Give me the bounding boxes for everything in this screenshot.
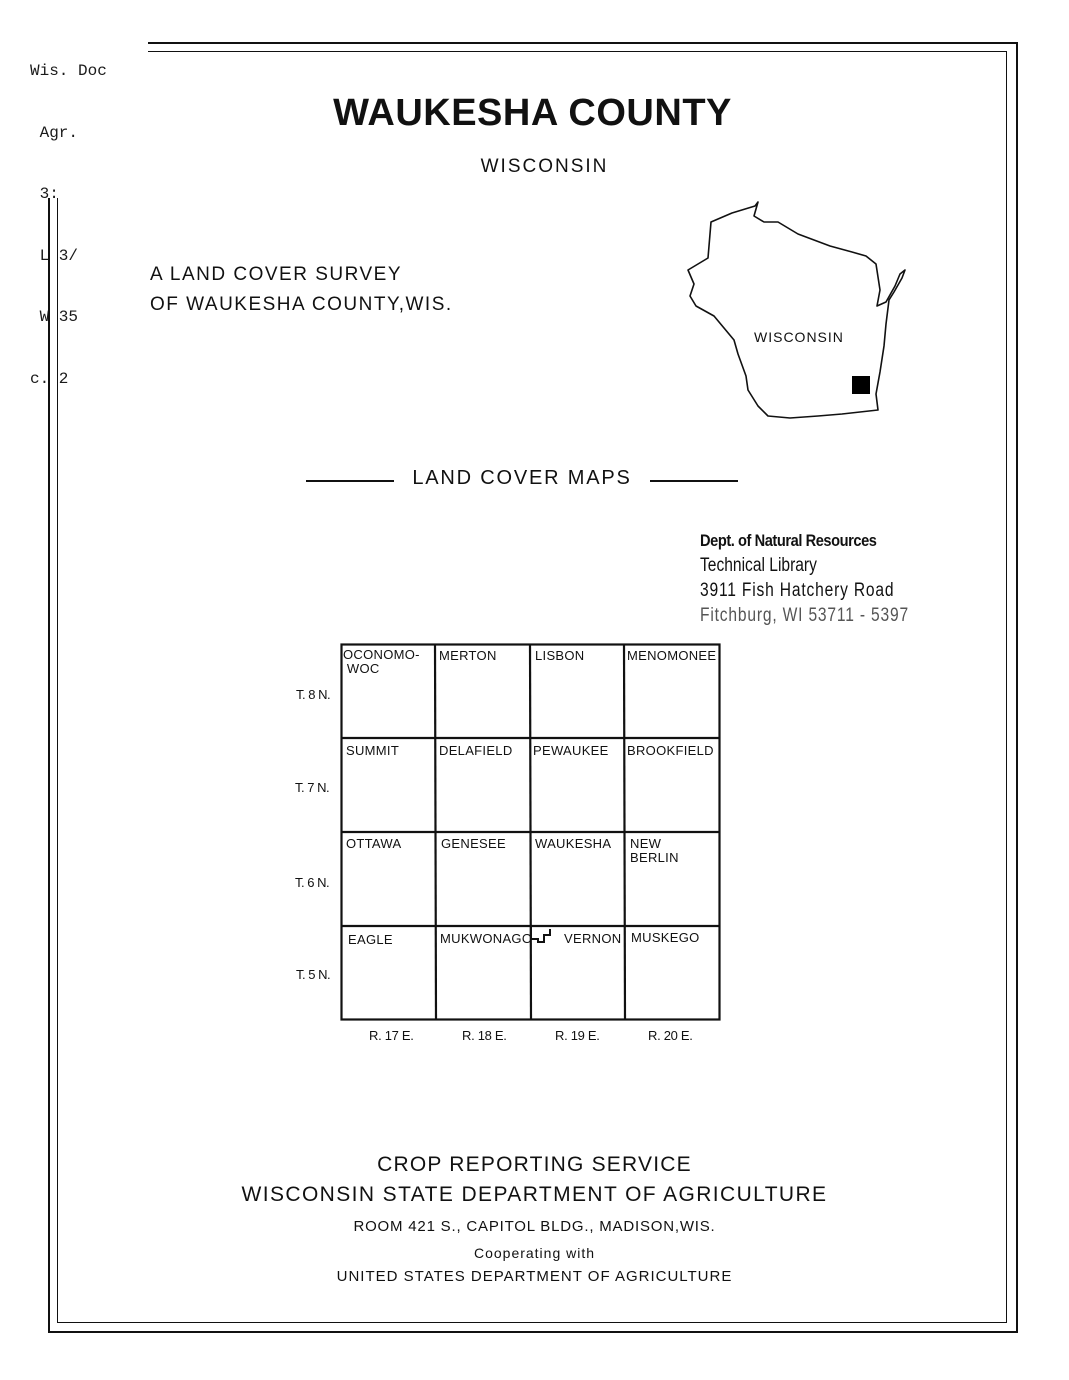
range-label: R. 18 E.	[462, 1028, 507, 1043]
footer-cooperating: Cooperating with	[473, 1245, 596, 1261]
stamp-line: Fitchburg, WI 53711 - 5397	[700, 605, 909, 626]
call-number-line: 3:	[30, 185, 59, 203]
township-lisbon: LISBON	[535, 648, 585, 663]
township-delafield: DELAFIELD	[439, 743, 513, 758]
frame-bottom-inner	[57, 1322, 1007, 1324]
call-number: Wis. Doc Agr. 3: L 3/ W 35 c. 2	[30, 20, 107, 410]
frame-right-inner	[1006, 51, 1008, 1323]
footer-agency: CROP REPORTING SERVICE	[377, 1153, 692, 1176]
township-merton: MERTON	[439, 648, 497, 663]
locator-map-label: WISCONSIN	[754, 329, 844, 345]
range-label: R. 19 E.	[555, 1028, 600, 1043]
township-vernon: VERNON	[564, 931, 622, 946]
page-subtitle: WISCONSIN	[480, 156, 609, 177]
township-mukwonago: MUKWONAGO	[440, 931, 533, 946]
township-brookfield: BROOKFIELD	[627, 743, 714, 758]
call-number-line: Agr.	[30, 123, 79, 142]
survey-line: A LAND COVER SURVEY	[150, 264, 403, 285]
range-label: R. 20 E.	[648, 1028, 693, 1043]
township-label: T. 6 N.	[295, 875, 330, 890]
footer-address: ROOM 421 S., CAPITOL BLDG., MADISON,WIS.	[353, 1218, 716, 1235]
range-label: R. 17 E.	[369, 1028, 414, 1043]
township-grid: OCONOMO- WOC MERTON LISBON MENOMONEE SUM…	[340, 643, 721, 1021]
township-genesee: GENESEE	[441, 836, 506, 851]
survey-line: OF WAUKESHA COUNTY,WIS.	[150, 294, 453, 315]
township-label: T. 5 N.	[296, 967, 331, 982]
frame-right-outer	[1016, 42, 1018, 1333]
call-number-line: Wis. Doc	[30, 62, 107, 80]
wisconsin-locator-map	[687, 201, 906, 419]
page-title: WAUKESHA COUNTY	[333, 92, 732, 134]
footer-usda: UNITED STATES DEPARTMENT OF AGRICULTURE	[336, 1268, 733, 1285]
township-ottawa: OTTAWA	[346, 836, 402, 851]
call-number-line: L 3/	[30, 246, 79, 265]
heading-rule-left	[306, 480, 394, 482]
township-label: T. 8 N.	[296, 687, 331, 702]
township-menomonee: MENOMONEE	[627, 648, 717, 663]
frame-top-inner	[148, 51, 1007, 53]
stamp-line: 3911 Fish Hatchery Road	[700, 580, 895, 601]
township-muskego: MUSKEGO	[631, 930, 700, 945]
township-summit: SUMMIT	[346, 743, 400, 758]
stamp-line: Technical Library	[700, 555, 817, 576]
township-eagle: EAGLE	[348, 932, 393, 947]
township-new-berlin: NEW BERLIN	[630, 836, 679, 865]
mukwonago-vernon-boundary	[530, 926, 551, 943]
frame-top-outer	[148, 42, 1017, 44]
township-grid-lines	[340, 643, 721, 1021]
township-oconomowoc: OCONOMO- WOC	[343, 647, 420, 676]
wisconsin-outline	[687, 201, 906, 419]
township-pewaukee: PEWAUKEE	[533, 743, 609, 758]
frame-left-inner	[57, 198, 59, 1323]
call-number-line: W 35	[30, 308, 79, 326]
frame-bottom-outer	[48, 1331, 1018, 1333]
township-waukesha: WAUKESHA	[535, 836, 612, 851]
stamp-line: Dept. of Natural Resources	[700, 531, 877, 550]
survey-description: A LAND COVER SURVEY OF WAUKESHA COUNTY,W…	[150, 260, 453, 320]
section-heading-text: LAND COVER MAPS	[412, 467, 632, 489]
call-number-line: c. 2	[30, 369, 69, 388]
frame-left-outer	[48, 198, 50, 1333]
waukesha-location-marker	[852, 376, 870, 394]
footer-department: WISCONSIN STATE DEPARTMENT OF AGRICULTUR…	[241, 1183, 828, 1206]
section-heading: LAND COVER MAPS	[306, 467, 738, 497]
heading-rule-right	[650, 480, 738, 482]
township-label: T. 7 N.	[295, 780, 330, 795]
